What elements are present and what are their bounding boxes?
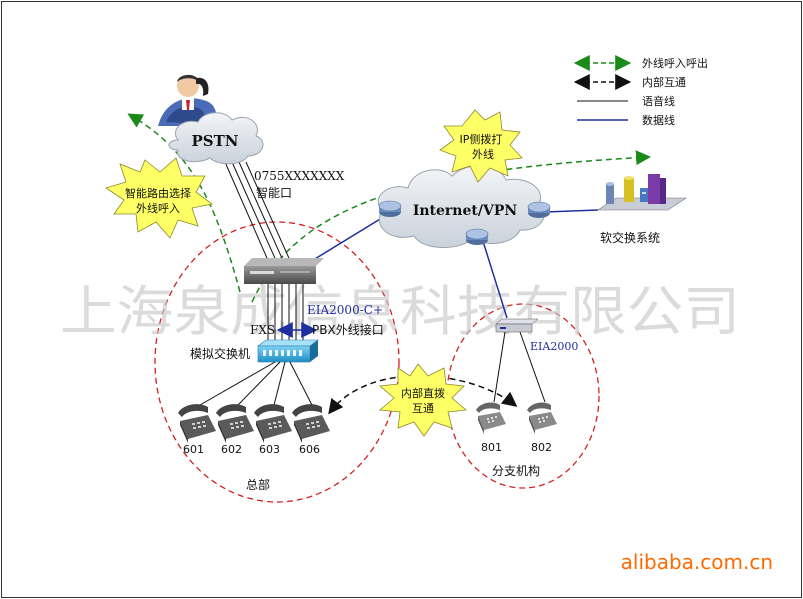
router-icon-left bbox=[378, 200, 402, 217]
legend: 外线呼入呼出 内部互通 语音线 数据线 bbox=[573, 55, 708, 127]
phone-icon-602 bbox=[216, 404, 254, 443]
fxs-label: FXS bbox=[250, 323, 275, 337]
legend-label-outbound: 外线呼入呼出 bbox=[642, 56, 708, 70]
region-branch-label: 分支机构 bbox=[492, 463, 540, 478]
smart-port-label: 智能口 bbox=[256, 185, 292, 200]
analog-switch-label: 模拟交换机 bbox=[190, 346, 250, 361]
legend-label-voice: 语音线 bbox=[642, 94, 675, 108]
pstn-cloud: PSTN bbox=[168, 112, 264, 165]
switch-to-phone-lines bbox=[199, 361, 313, 406]
pstn-voice-lines bbox=[224, 161, 293, 266]
extension-802-label: 802 bbox=[531, 441, 552, 454]
callout-ip-dial-line1: IP侧拨打 bbox=[460, 132, 503, 146]
phone-icon-606 bbox=[292, 404, 330, 443]
extension-603-label: 603 bbox=[259, 443, 280, 456]
eia2000-branch-label: EIA2000 bbox=[530, 340, 578, 353]
legend-label-data: 数据线 bbox=[642, 113, 675, 127]
pbx-port-label: PBX外线接口 bbox=[312, 322, 384, 337]
callout-ip-dial-line2: 外线 bbox=[472, 147, 494, 161]
region-hq-boundary bbox=[154, 221, 400, 503]
callout-ip-dial: IP侧拨打 外线 bbox=[439, 109, 523, 183]
phone-icon-802 bbox=[527, 402, 557, 434]
pstn-label: PSTN bbox=[192, 132, 239, 150]
router-icon-bottom bbox=[465, 228, 489, 245]
footer-brand-watermark: alibaba.com.cn bbox=[621, 550, 773, 574]
pstn-number-label: 0755XXXXXXX bbox=[254, 169, 345, 183]
eia2000-branch-device bbox=[495, 318, 539, 333]
extension-606-label: 606 bbox=[299, 443, 320, 456]
internet-vpn-cloud: Internet/VPN bbox=[377, 165, 545, 249]
phone-icon-601 bbox=[178, 404, 216, 443]
branch-voice-lines bbox=[493, 331, 546, 403]
router-icon-right bbox=[527, 201, 551, 218]
callout-internal-dial: 内部直拨 互通 bbox=[379, 363, 467, 437]
callout-smart-route: 智能路由选择 外线呼入 bbox=[105, 157, 213, 239]
region-hq-label: 总部 bbox=[246, 477, 270, 492]
extension-602-label: 602 bbox=[221, 443, 242, 456]
watermark: 上海泉成信息科技有限公司 bbox=[60, 280, 740, 343]
extension-601-label: 601 bbox=[183, 443, 204, 456]
analog-switch-icon bbox=[257, 339, 319, 363]
extension-801-label: 801 bbox=[481, 441, 502, 454]
eia2000-cplus-label: EIA2000-C+ bbox=[307, 303, 383, 317]
data-lines bbox=[304, 209, 599, 319]
callout-internal-dial-line2: 互通 bbox=[412, 402, 434, 415]
callout-smart-route-line2: 外线呼入 bbox=[136, 201, 180, 215]
softswitch-label: 软交换系统 bbox=[600, 230, 660, 245]
legend-label-internal: 内部互通 bbox=[642, 75, 686, 89]
phone-icon-603 bbox=[254, 404, 292, 443]
callout-smart-route-line1: 智能路由选择 bbox=[125, 186, 191, 200]
callout-internal-dial-line1: 内部直拨 bbox=[401, 386, 445, 400]
phone-icon-801 bbox=[476, 402, 506, 434]
eia2000-cplus-device bbox=[244, 258, 324, 284]
softswitch-server-icon bbox=[597, 174, 687, 211]
outbound-call-arrow-pstn bbox=[127, 113, 241, 293]
internet-vpn-label: Internet/VPN bbox=[413, 203, 518, 219]
